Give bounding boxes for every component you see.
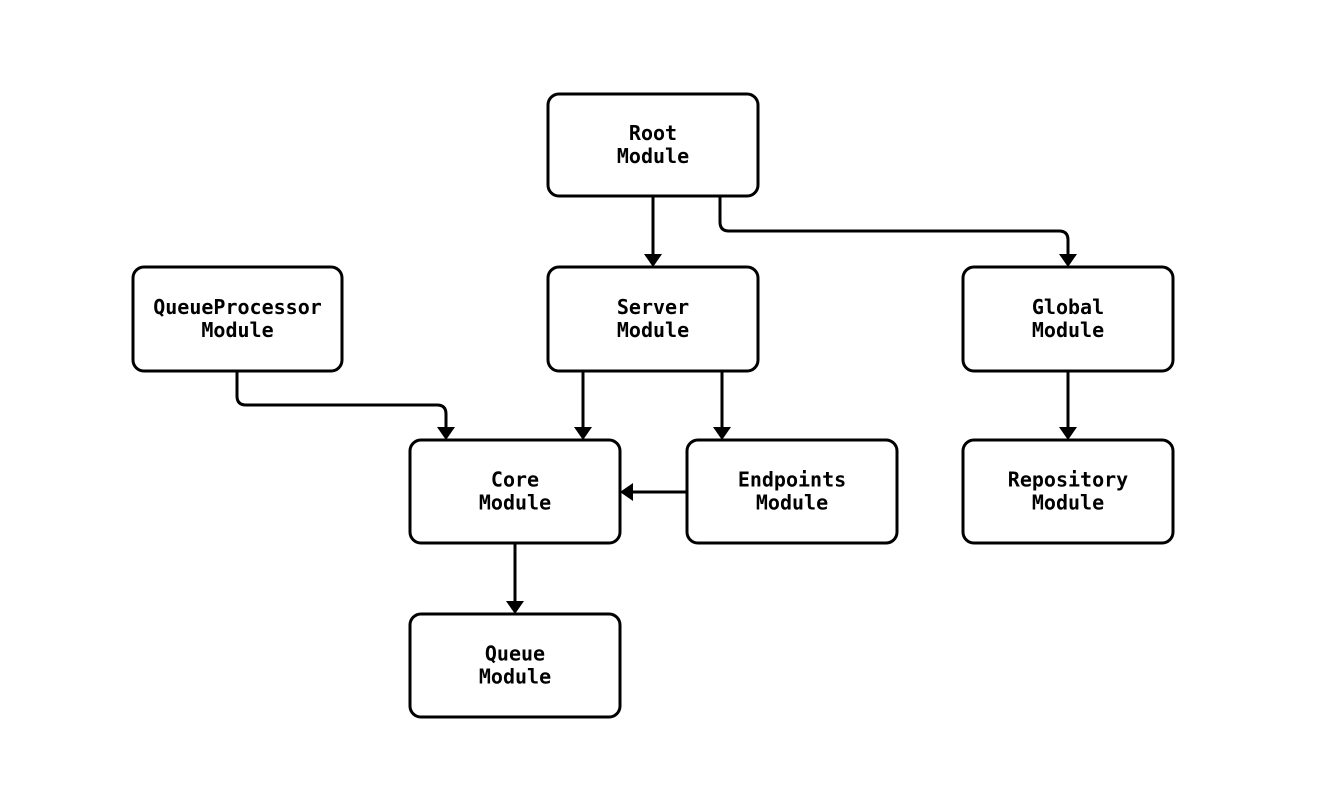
node-box[interactable] bbox=[408, 612, 622, 719]
node-label-line2: Module bbox=[479, 664, 551, 688]
node-box[interactable] bbox=[546, 92, 760, 198]
arrowhead-icon bbox=[506, 601, 524, 614]
node-label-line2: Module bbox=[1032, 490, 1104, 514]
node-label-line2: Module bbox=[617, 318, 689, 342]
edge-server-to-core bbox=[574, 371, 592, 440]
arrowhead-icon bbox=[574, 427, 592, 440]
node-label-line2: Module bbox=[756, 490, 828, 514]
node-label-line1: Server bbox=[617, 295, 689, 319]
edge-endpoints-to-core bbox=[620, 483, 687, 501]
edge-queueprocessor-to-core bbox=[235, 371, 455, 440]
node-label-line1: QueueProcessor bbox=[153, 295, 322, 319]
node-box[interactable] bbox=[546, 265, 760, 373]
node-box[interactable] bbox=[961, 265, 1175, 373]
arrowhead-icon bbox=[1059, 254, 1077, 267]
node-label-line2: Module bbox=[201, 318, 273, 342]
node-label-line1: Endpoints bbox=[738, 467, 846, 491]
node-box[interactable] bbox=[131, 265, 344, 373]
node-box[interactable] bbox=[408, 438, 622, 545]
edge-core-to-queue bbox=[506, 543, 524, 614]
edge-line bbox=[235, 371, 448, 431]
node-label-line1: Root bbox=[629, 121, 677, 145]
edges-layer bbox=[235, 196, 1077, 614]
node-label-line1: Core bbox=[491, 467, 539, 491]
node-box[interactable] bbox=[685, 438, 899, 545]
node-box[interactable] bbox=[961, 438, 1175, 545]
node-label-line2: Module bbox=[479, 490, 551, 514]
node-label-line1: Repository bbox=[1008, 467, 1128, 491]
edge-root-to-server bbox=[644, 196, 662, 267]
node-label-line2: Module bbox=[617, 144, 689, 168]
arrowhead-icon bbox=[1059, 427, 1077, 440]
node-label-line1: Global bbox=[1032, 295, 1104, 319]
edge-root-to-global bbox=[718, 196, 1077, 267]
arrowhead-icon bbox=[713, 427, 731, 440]
node-label-line1: Queue bbox=[485, 641, 545, 665]
edge-server-to-endpoints bbox=[713, 371, 731, 440]
arrowhead-icon bbox=[620, 483, 633, 501]
edge-global-to-repository bbox=[1059, 371, 1077, 440]
edge-line bbox=[718, 196, 1070, 258]
arrowhead-icon bbox=[437, 427, 455, 440]
node-label-line2: Module bbox=[1032, 318, 1104, 342]
arrowhead-icon bbox=[644, 254, 662, 267]
